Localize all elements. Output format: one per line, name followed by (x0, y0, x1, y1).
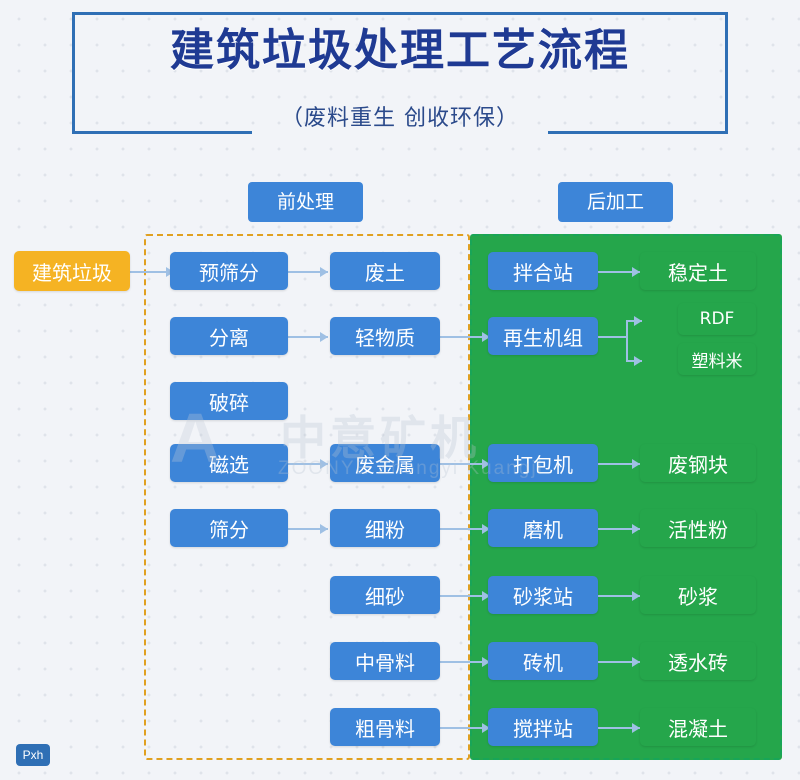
arrow-baler-to-scrap-steel (632, 459, 640, 469)
connector-mix-station-to-stabilized-soil (598, 271, 640, 273)
node-scrap-steel[interactable]: 废钢块 (640, 444, 756, 482)
node-stirring-station[interactable]: 搅拌站 (488, 708, 598, 746)
arrow-brick-machine-to-permeable-brick (632, 657, 640, 667)
node-grinding-mill[interactable]: 磨机 (488, 509, 598, 547)
group-label-pretreatment: 前处理 (248, 182, 363, 222)
node-construction-waste[interactable]: 建筑垃圾 (14, 251, 130, 291)
arrow-regen-to-plastic (634, 356, 642, 366)
arrow-fine-sand-to-mortar-station (482, 591, 490, 601)
connector-medium-aggregate-to-brick (440, 661, 490, 663)
node-fine-powder[interactable]: 细粉 (330, 509, 440, 547)
node-screening[interactable]: 筛分 (170, 509, 288, 547)
node-waste-soil[interactable]: 废土 (330, 252, 440, 290)
node-mortar[interactable]: 砂浆 (640, 576, 756, 614)
node-plastic-pellets[interactable]: 塑料米 (678, 343, 756, 375)
node-separation[interactable]: 分离 (170, 317, 288, 355)
arrow-separation-to-light (320, 332, 328, 342)
connector-fine-sand-to-mortar-station (440, 595, 490, 597)
arrow-mill-to-active-powder (632, 524, 640, 534)
arrow-light-to-regen (482, 332, 490, 342)
node-pre-screening[interactable]: 预筛分 (170, 252, 288, 290)
corner-badge: Pxh (16, 744, 50, 766)
node-concrete[interactable]: 混凝土 (640, 708, 756, 746)
node-active-powder[interactable]: 活性粉 (640, 509, 756, 547)
connector-prescreen-to-waste-soil (288, 271, 328, 273)
connector-separation-to-light (288, 336, 328, 338)
arrow-metal-to-baler (482, 459, 490, 469)
node-crushing[interactable]: 破碎 (170, 382, 288, 420)
connector-metal-to-baler (440, 463, 490, 465)
header-rule-top (72, 12, 728, 15)
node-baler[interactable]: 打包机 (488, 444, 598, 482)
node-stabilized-soil[interactable]: 稳定土 (640, 252, 756, 290)
header-rule-bottom-right (548, 131, 728, 134)
node-waste-metal[interactable]: 废金属 (330, 444, 440, 482)
connector-coarse-aggregate-to-mixing (440, 727, 490, 729)
connector-fine-powder-to-mill (440, 528, 490, 530)
connector-regen-split (626, 320, 628, 362)
node-mortar-station[interactable]: 砂浆站 (488, 576, 598, 614)
node-brick-machine[interactable]: 砖机 (488, 642, 598, 680)
connector-mill-to-active-powder (598, 528, 640, 530)
connector-light-to-regen (440, 336, 490, 338)
page-title: 建筑垃圾处理工艺流程 (170, 25, 630, 76)
connector-brick-machine-to-permeable-brick (598, 661, 640, 663)
header-rule-right (725, 12, 728, 134)
page-subtitle: （废料重生 创收环保） (281, 106, 519, 131)
node-medium-aggregate[interactable]: 中骨料 (330, 642, 440, 680)
arrow-coarse-aggregate-to-mixing (482, 723, 490, 733)
connector-mortar-station-to-mortar (598, 595, 640, 597)
group-label-postprocessing: 后加工 (558, 182, 673, 222)
connector-baler-to-scrap-steel (598, 463, 640, 465)
arrow-medium-aggregate-to-brick (482, 657, 490, 667)
node-coarse-aggregate[interactable]: 粗骨料 (330, 708, 440, 746)
zone-pretreatment (144, 234, 470, 760)
arrow-mixing-station-to-concrete (632, 723, 640, 733)
node-light-material[interactable]: 轻物质 (330, 317, 440, 355)
node-rdf[interactable]: RDF (678, 303, 756, 335)
arrow-mix-station-to-stabilized-soil (632, 267, 640, 277)
arrow-magnetic-to-metal (320, 459, 328, 469)
connector-screening-to-fine-powder (288, 528, 328, 530)
connector-source-to-prescreen (130, 271, 174, 273)
node-permeable-brick[interactable]: 透水砖 (640, 642, 756, 680)
arrow-mortar-station-to-mortar (632, 591, 640, 601)
header-rule-left (72, 12, 75, 134)
connector-mixing-station-to-concrete (598, 727, 640, 729)
arrow-fine-powder-to-mill (482, 524, 490, 534)
node-fine-sand[interactable]: 细砂 (330, 576, 440, 614)
arrow-screening-to-fine-powder (320, 524, 328, 534)
connector-regen-out (598, 336, 626, 338)
header-rule-bottom-left (72, 131, 252, 134)
node-mixing-plant[interactable]: 拌合站 (488, 252, 598, 290)
arrow-regen-to-rdf (634, 316, 642, 326)
node-regeneration-unit[interactable]: 再生机组 (488, 317, 598, 355)
arrow-prescreen-to-waste-soil (320, 267, 328, 277)
node-magnetic-separation[interactable]: 磁选 (170, 444, 288, 482)
connector-magnetic-to-metal (288, 463, 328, 465)
